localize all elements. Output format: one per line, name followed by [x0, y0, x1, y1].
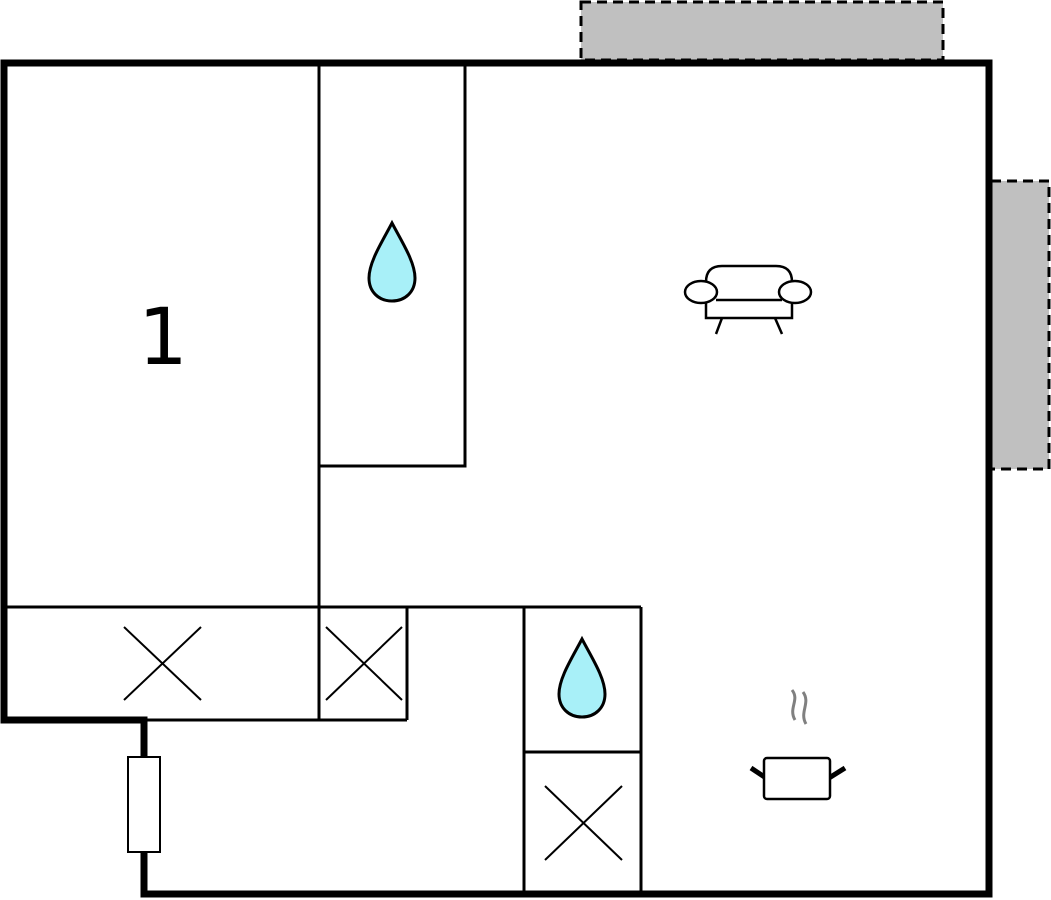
room-label-bedroom: 1	[138, 293, 188, 383]
water-drop-icon	[367, 219, 417, 303]
sofa-icon	[683, 264, 813, 335]
interior-walls	[4, 63, 643, 894]
cooking-pot-icon	[749, 689, 847, 801]
cross-box-icon	[123, 626, 202, 701]
cross-box-icon	[544, 785, 623, 861]
cross-box-icon	[325, 626, 403, 701]
radiator-icon	[127, 756, 161, 853]
water-drop-icon	[557, 635, 607, 719]
balcony-right	[989, 179, 1051, 471]
balcony-top	[579, 0, 945, 62]
